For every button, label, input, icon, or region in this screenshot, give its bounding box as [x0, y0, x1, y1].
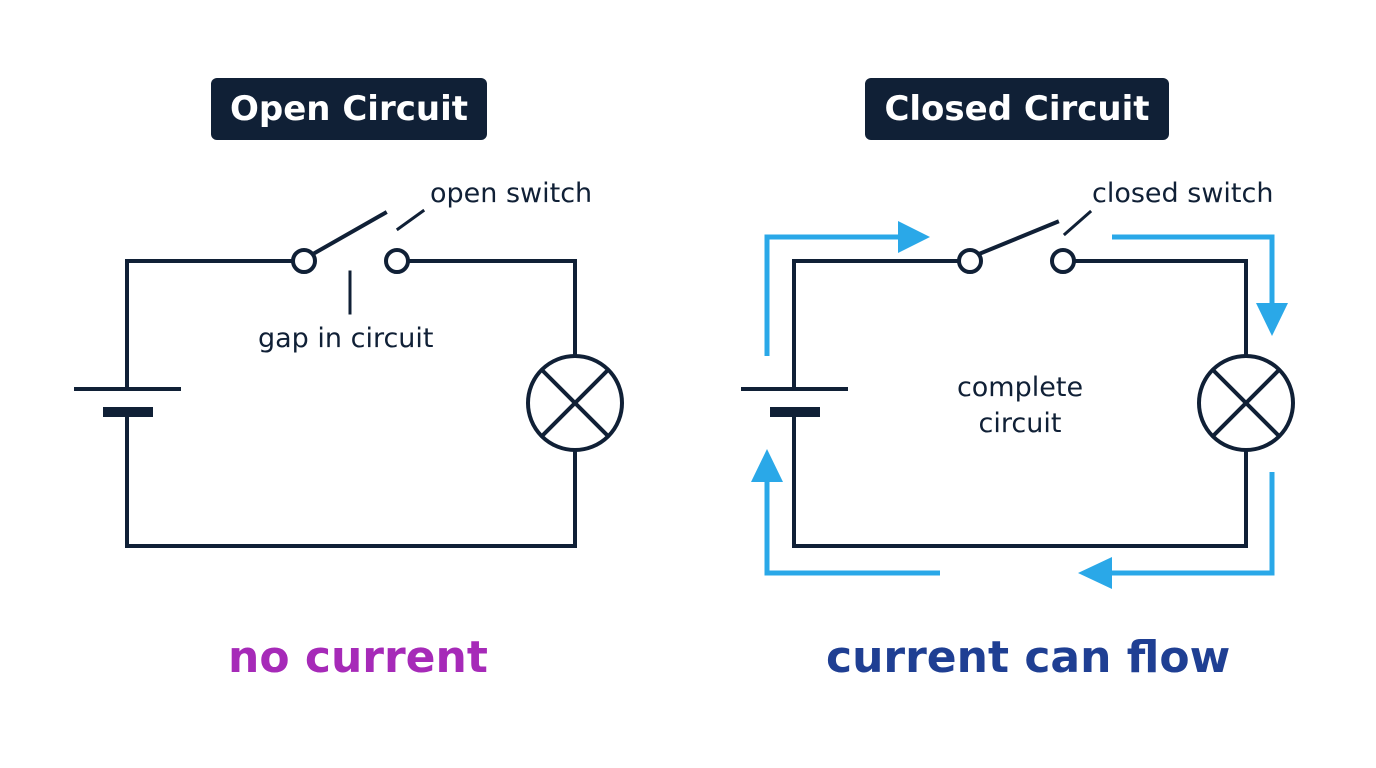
closed-circuit-title: Closed Circuit — [865, 78, 1169, 140]
current-can-flow-caption: current can flow — [826, 632, 1231, 683]
open-switch-label: open switch — [430, 178, 593, 209]
arrowhead-down — [1256, 303, 1288, 336]
open-battery-symbol — [74, 358, 181, 420]
complete-circuit-label: complete circuit — [956, 372, 1084, 439]
closed-battery-symbol — [741, 358, 848, 420]
arrow-top-left — [764, 234, 900, 356]
arrow-bottom-left — [764, 480, 940, 576]
open-switch-leader — [395, 208, 426, 232]
open-circuit-wires — [125, 259, 577, 548]
closed-switch-label: closed switch — [1092, 178, 1274, 209]
closed-switch-leader — [1062, 209, 1093, 237]
arrowhead-up — [751, 449, 783, 482]
arrowhead-left — [1078, 557, 1112, 589]
current-flow-arrows — [764, 234, 1275, 576]
closed-switch-symbol — [957, 219, 1076, 274]
closed-lamp-symbol — [1197, 354, 1295, 452]
arrow-bottom-right — [1110, 472, 1275, 576]
arrowhead-right — [898, 221, 930, 253]
open-circuit-title: Open Circuit — [211, 78, 487, 140]
no-current-caption: no current — [228, 632, 488, 683]
closed-circuit-wires — [792, 259, 1248, 548]
open-switch-symbol — [291, 210, 410, 274]
arrow-top-right — [1112, 234, 1275, 305]
open-lamp-symbol — [526, 354, 624, 452]
gap-in-circuit-label: gap in circuit — [258, 323, 434, 354]
